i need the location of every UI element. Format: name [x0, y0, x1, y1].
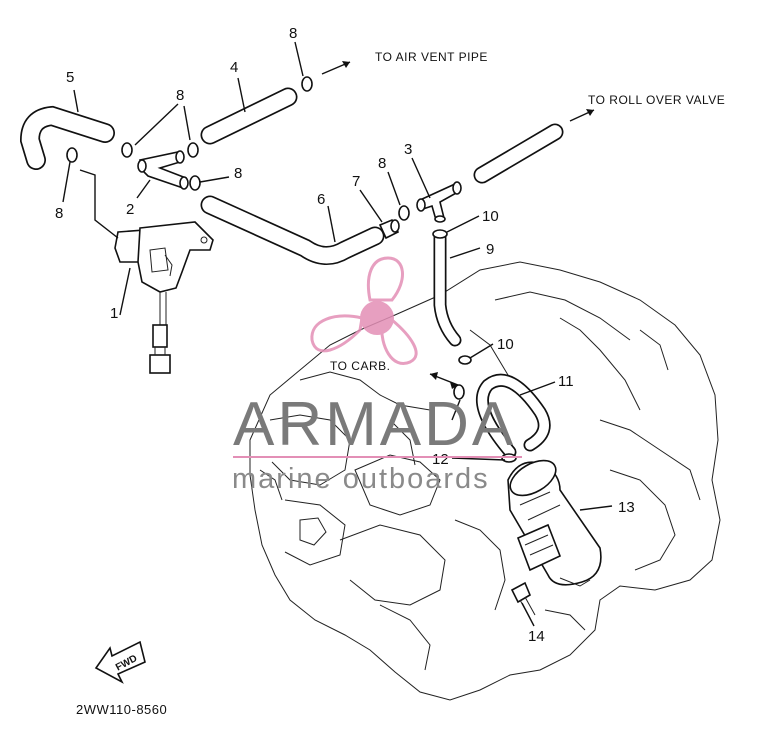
callout-8: 8	[378, 155, 386, 172]
callout-9: 9	[486, 241, 494, 258]
callout-5: 5	[66, 69, 74, 86]
callout-1: 1	[110, 305, 118, 322]
watermark: ARMADA marine outboards	[232, 256, 522, 495]
direction-arrows	[321, 61, 595, 389]
part-2-tjoint	[137, 150, 189, 190]
callout-labels: 5 8 4 8 8 2 8 1 6 7 8 3 10 9 10 11 12 13…	[55, 25, 635, 645]
leader-lines	[62, 41, 613, 627]
callout-10: 10	[497, 336, 514, 353]
callout-4: 4	[230, 59, 238, 76]
part-4-hose	[200, 87, 298, 145]
propeller-logo-icon	[310, 256, 418, 365]
part-14-bolt	[510, 581, 536, 619]
fwd-arrow: FWD	[94, 640, 146, 684]
callout-11: 11	[558, 373, 574, 390]
part-11-hose	[475, 373, 551, 459]
note-roll-over-valve: TO ROLL OVER VALVE	[588, 93, 725, 107]
part-13-pump	[507, 459, 602, 587]
part-3-tjoint	[416, 181, 462, 223]
callout-8: 8	[55, 205, 63, 222]
callout-6: 6	[317, 191, 325, 208]
note-to-carb: TO CARB.	[330, 359, 390, 373]
part-1-valve	[114, 221, 214, 374]
callout-8: 8	[176, 87, 184, 104]
callout-8: 8	[234, 165, 242, 182]
watermark-brand: ARMADA	[233, 390, 516, 459]
callout-12: 12	[432, 451, 449, 468]
callout-2: 2	[126, 201, 134, 218]
notes: TO AIR VENT PIPE TO ROLL OVER VALVE TO C…	[330, 50, 725, 373]
part-9-hose	[433, 231, 462, 347]
part-6-hose	[200, 195, 385, 265]
callout-13: 13	[618, 499, 635, 516]
part-5-hose	[19, 105, 115, 170]
callout-7: 7	[352, 173, 360, 190]
watermark-tagline: marine outboards	[232, 463, 490, 495]
roll-over-hose	[473, 123, 564, 184]
callout-14: 14	[528, 628, 545, 645]
hose-clips	[66, 76, 517, 463]
part-7-joint	[378, 218, 400, 240]
callout-3: 3	[404, 141, 412, 158]
callout-8: 8	[289, 25, 297, 42]
diagram-code: 2WW110-8560	[76, 702, 167, 717]
callout-10: 10	[482, 208, 499, 225]
note-air-vent-pipe: TO AIR VENT PIPE	[375, 50, 488, 64]
